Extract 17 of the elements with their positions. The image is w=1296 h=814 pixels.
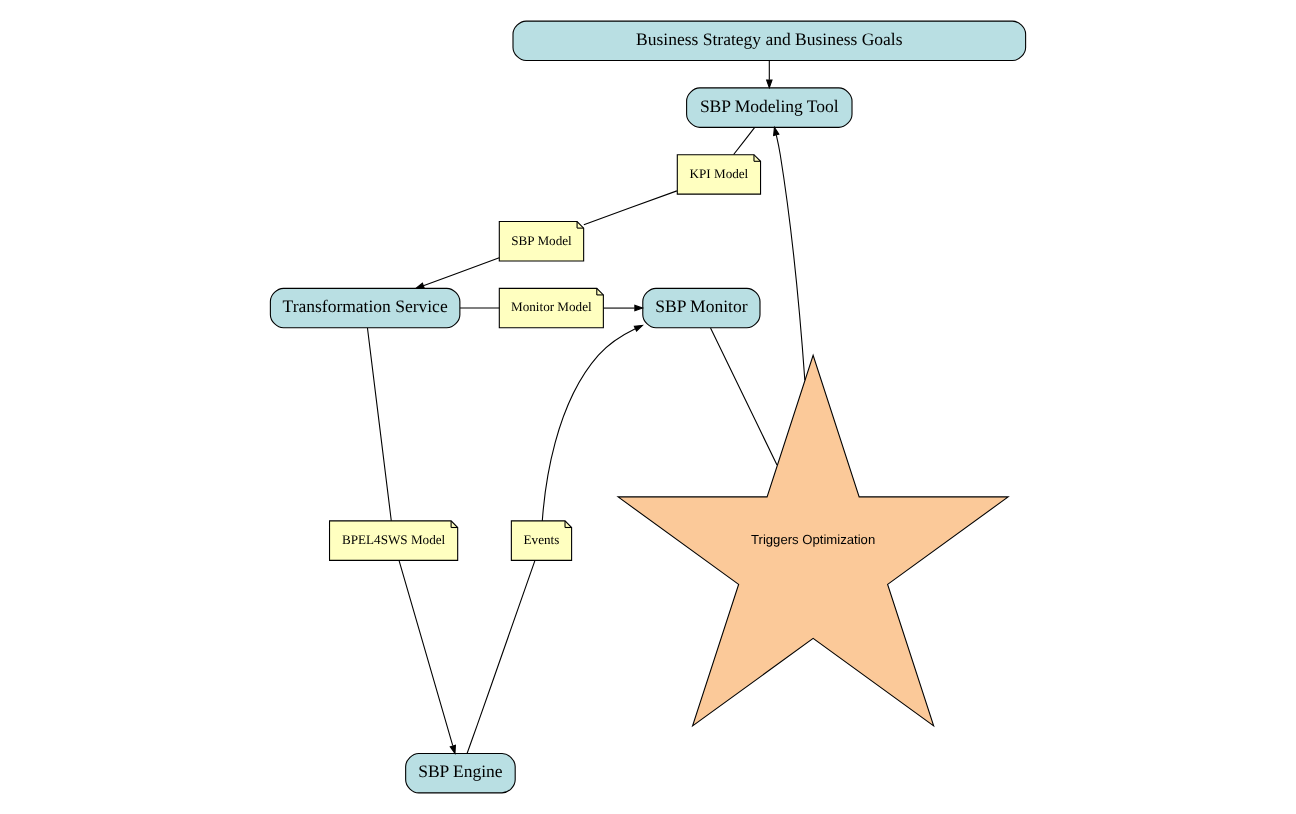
arrow xyxy=(414,257,500,289)
node-box: SBP Modeling Tool xyxy=(686,87,853,128)
node-box: SBP Engine xyxy=(405,752,516,794)
connector xyxy=(459,307,500,309)
connector xyxy=(466,560,536,754)
arrow xyxy=(541,324,644,522)
node-box: SBP Monitor xyxy=(642,287,761,329)
connector xyxy=(366,327,392,522)
arrow xyxy=(398,560,456,755)
arrow xyxy=(773,125,806,381)
connector xyxy=(583,190,678,226)
arrow xyxy=(602,304,645,312)
node-box: Business Strategy and Business Goals xyxy=(512,20,1027,62)
arrow xyxy=(765,60,773,90)
connector xyxy=(733,126,756,155)
node-box: Transformation Service xyxy=(269,287,461,329)
connector xyxy=(710,327,778,466)
